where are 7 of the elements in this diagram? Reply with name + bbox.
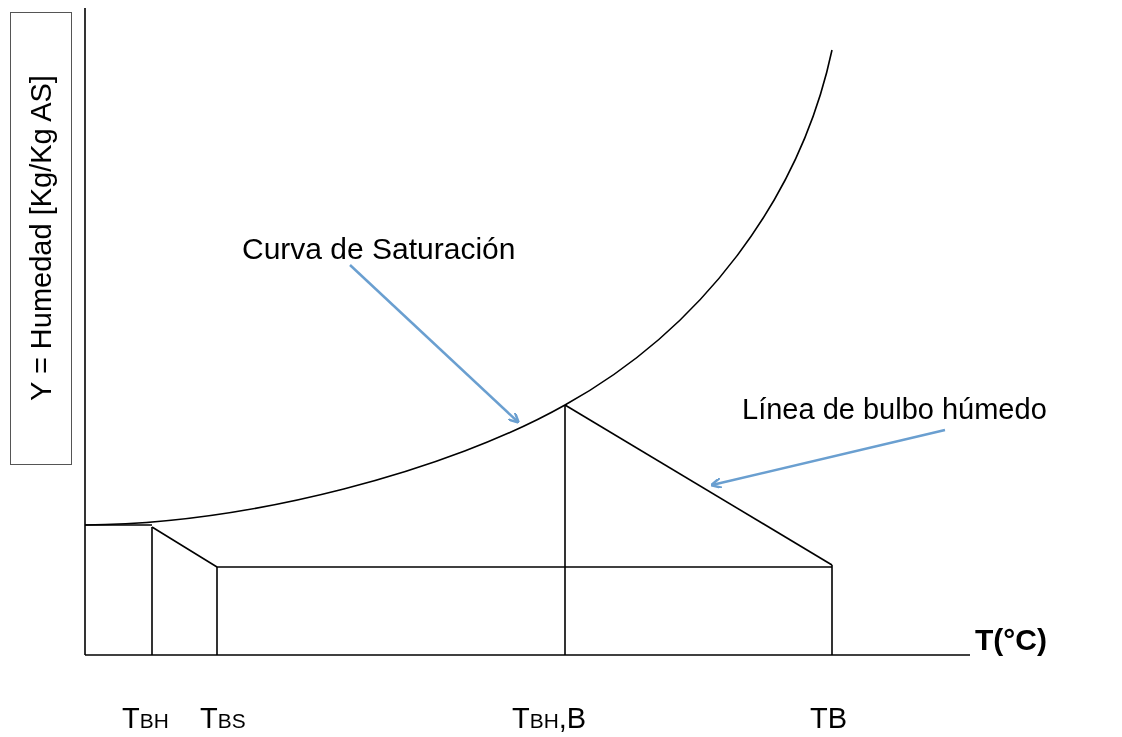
callout-text: Curva de Saturación xyxy=(242,234,516,264)
leader-line xyxy=(349,264,520,424)
axis-title: Y = Humedad [Kg/Kg AS] xyxy=(10,12,72,465)
leader-line xyxy=(709,428,946,490)
axis-title: T(°C) xyxy=(975,625,1047,655)
callout-text: Línea de bulbo húmedo xyxy=(742,395,1047,424)
axis-tick-label: TB xyxy=(810,704,848,733)
